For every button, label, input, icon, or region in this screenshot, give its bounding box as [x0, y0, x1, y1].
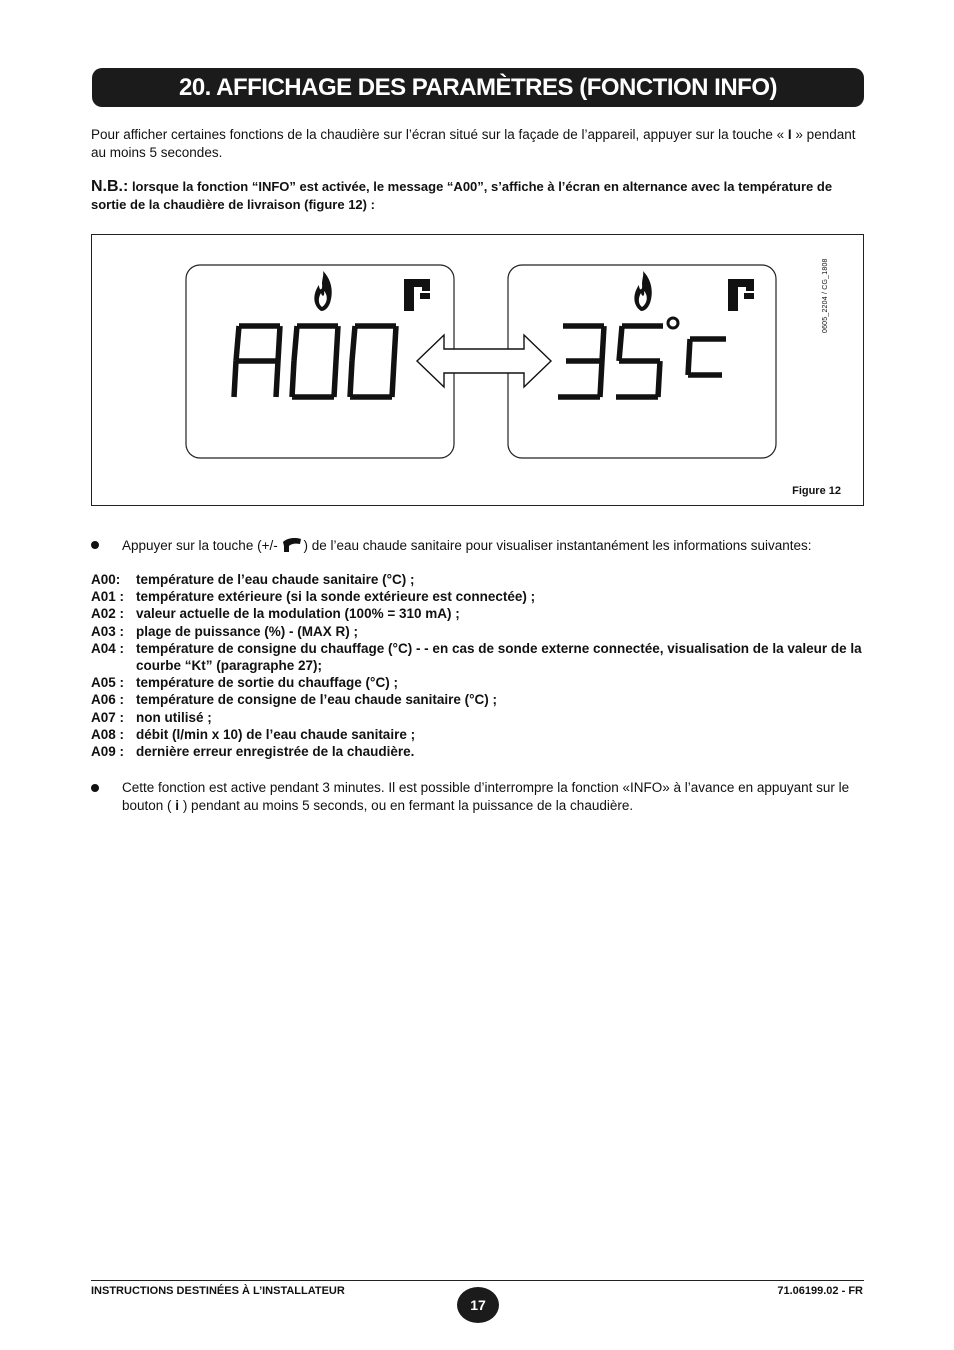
parameter-code: A08 :	[91, 726, 125, 742]
bullet-1-before: Appuyer sur la touche (+/-	[122, 538, 282, 553]
parameter-row: A08 : débit (l/min x 10) de l’eau chaude …	[91, 726, 864, 743]
bullet-2-key: i	[175, 798, 180, 813]
parameter-description: température de l’eau chaude sanitaire (°…	[136, 572, 415, 587]
parameter-description: température de consigne du chauffage (°C…	[136, 640, 862, 674]
parameter-code: A01 :	[91, 589, 125, 605]
page-number: 17	[457, 1287, 499, 1323]
intro-paragraph: Pour afficher certaines fonctions de la …	[91, 126, 864, 162]
flame-icon-right	[634, 271, 652, 311]
parameter-row: A06 : température de consigne de l’eau ch…	[91, 691, 864, 708]
display-illustration	[185, 264, 777, 459]
parameter-row: A04 : température de consigne du chauffag…	[91, 640, 864, 674]
bullet-1-after: ) de l’eau chaude sanitaire pour visuali…	[303, 538, 812, 553]
parameter-row: A07 : non utilisé ;	[91, 709, 864, 726]
intro-text-before: Pour afficher certaines fonctions de la …	[91, 127, 788, 142]
flame-icon-left	[314, 271, 332, 311]
parameter-description: dernière erreur enregistrée de la chaudi…	[136, 744, 415, 760]
parameter-code: A05 :	[91, 675, 125, 691]
bullet-2-before: Cette fonction est active pendant 3 minu…	[122, 780, 850, 813]
parameter-description: débit (l/min x 10) de l’eau chaude sanit…	[136, 726, 416, 742]
double-arrow	[415, 333, 553, 389]
footer-divider	[91, 1280, 864, 1281]
parameter-row: A00: température de l’eau chaude sanitair…	[91, 571, 864, 588]
parameter-row: A05 : température de sortie du chauffage …	[91, 674, 864, 691]
parameter-code: A02 :	[91, 606, 125, 622]
footer-left-text: INSTRUCTIONS DESTINÉES À L’INSTALLATEUR	[91, 1285, 345, 1297]
nb-label: N.B.:	[91, 178, 129, 195]
parameter-code: A00:	[91, 572, 121, 587]
parameter-code: A09 :	[91, 744, 125, 760]
parameter-row: A01 : température extérieure (si la sonde…	[91, 588, 864, 605]
parameter-description: température de consigne de l’eau chaude …	[136, 692, 497, 708]
tap-icon-right	[728, 279, 754, 311]
parameter-code: A04 :	[91, 640, 125, 656]
parameter-description: plage de puissance (%) - (MAX R) ;	[136, 623, 359, 639]
section-title: 20. AFFICHAGE DES PARAMÈTRES (FONCTION I…	[92, 68, 864, 107]
segment-display-a00	[231, 323, 399, 400]
bullet-2-text: Cette fonction est active pendant 3 minu…	[122, 779, 864, 815]
parameter-description: non utilisé ;	[136, 709, 212, 725]
nb-note: N.B.: lorsque la fonction “INFO” est act…	[91, 178, 864, 214]
parameter-code: A07 :	[91, 709, 125, 725]
nb-text: lorsque la fonction “INFO” est activée, …	[91, 179, 833, 212]
bullet-2-after: ) pendant au moins 5 seconds, ou en ferm…	[179, 798, 634, 813]
intro-text-after: » pendant au moins 5 secondes.	[91, 127, 856, 160]
bullet-1-text: Appuyer sur la touche (+/- ) de l’eau ch…	[122, 536, 864, 555]
parameter-description: température extérieure (si la sonde exté…	[136, 589, 536, 605]
figure-caption: Figure 12	[792, 485, 841, 497]
figure-12: 0605_2204 / CG_1808 Figure 12	[91, 234, 864, 506]
footer-right-text: 71.06199.02 - FR	[777, 1285, 863, 1297]
parameter-row: A09 : dernière erreur enregistrée de la c…	[91, 743, 864, 760]
parameter-code: A06 :	[91, 692, 125, 708]
segment-display-35c	[558, 316, 726, 400]
bullet-icon	[91, 541, 99, 549]
parameter-row: A03 : plage de puissance (%) - (MAX R) ;	[91, 623, 864, 640]
parameter-description: température de sortie du chauffage (°C) …	[136, 675, 398, 691]
parameter-description: valeur actuelle de la modulation (100% =…	[136, 606, 460, 622]
intro-key: I	[787, 127, 792, 142]
tap-icon	[283, 538, 302, 552]
tap-icon-left	[404, 279, 430, 311]
bullet-icon	[91, 784, 99, 792]
parameter-row: A02 : valeur actuelle de la modulation (1…	[91, 605, 864, 622]
figure-code: 0605_2204 / CG_1808	[822, 258, 829, 333]
parameter-code: A03 :	[91, 623, 125, 639]
parameter-list: A00: température de l’eau chaude sanitair…	[91, 571, 864, 760]
